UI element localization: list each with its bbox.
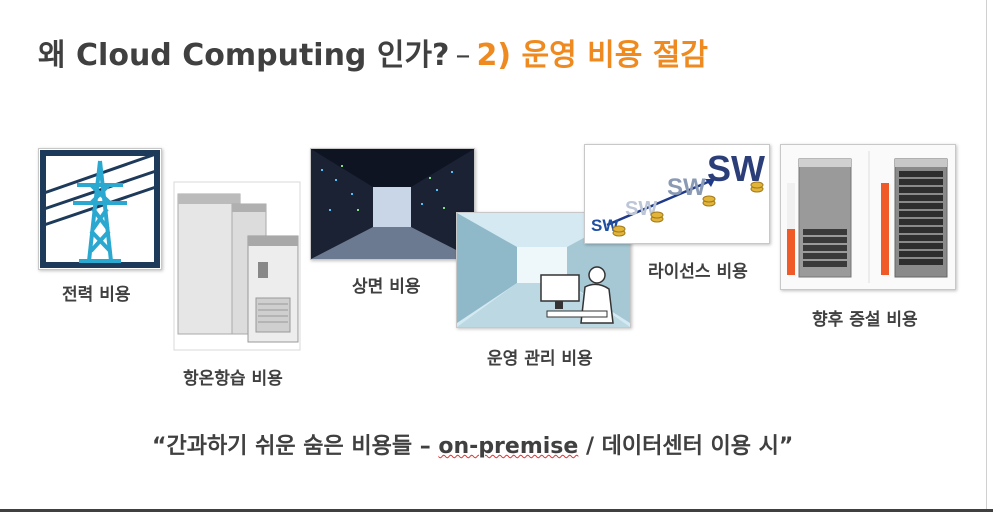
caption-license: 라이선스 비용: [648, 262, 748, 282]
quote-prefix: “간과하기 쉬운 숨은 비용들 –: [152, 434, 439, 459]
hvac-image: [172, 180, 302, 352]
caption-expansion: 향후 증설 비용: [812, 310, 918, 330]
license-image: SW SW SW SW: [584, 144, 770, 244]
expansion-image: [780, 144, 956, 290]
quote-highlight: on-premise: [438, 434, 579, 459]
datacenter-floor-image: [310, 148, 475, 260]
caption-power: 전력 비용: [62, 285, 131, 305]
power-tower-image: [38, 148, 162, 270]
quote-suffix: / 데이터센터 이용 시”: [578, 434, 794, 459]
svg-text:SW: SW: [591, 216, 619, 235]
sw-license-growth-graphic: SW SW SW SW: [585, 145, 769, 243]
svg-text:SW: SW: [667, 174, 706, 201]
svg-text:SW: SW: [625, 198, 657, 220]
caption-operations: 운영 관리 비용: [487, 349, 593, 369]
hidden-costs-quote: “간과하기 쉬운 숨은 비용들 – on-premise / 데이터센터 이용 …: [152, 428, 793, 460]
title-dash: –: [455, 38, 471, 73]
title-accent: 2) 운영 비용 절감: [476, 38, 708, 73]
datacenter-aisle-photo: [311, 149, 474, 259]
caption-floor: 상면 비용: [352, 277, 421, 297]
right-border: [986, 0, 987, 509]
power-tower-icon: [40, 150, 160, 268]
server-racks-graphic: [781, 145, 955, 289]
slide-title: 왜 Cloud Computing 인가?–2) 운영 비용 절감: [38, 30, 708, 74]
caption-hvac: 항온항습 비용: [183, 369, 283, 389]
bottom-border: [0, 509, 993, 512]
air-conditioner-units: [173, 181, 301, 351]
title-main: 왜 Cloud Computing 인가?: [38, 38, 450, 73]
